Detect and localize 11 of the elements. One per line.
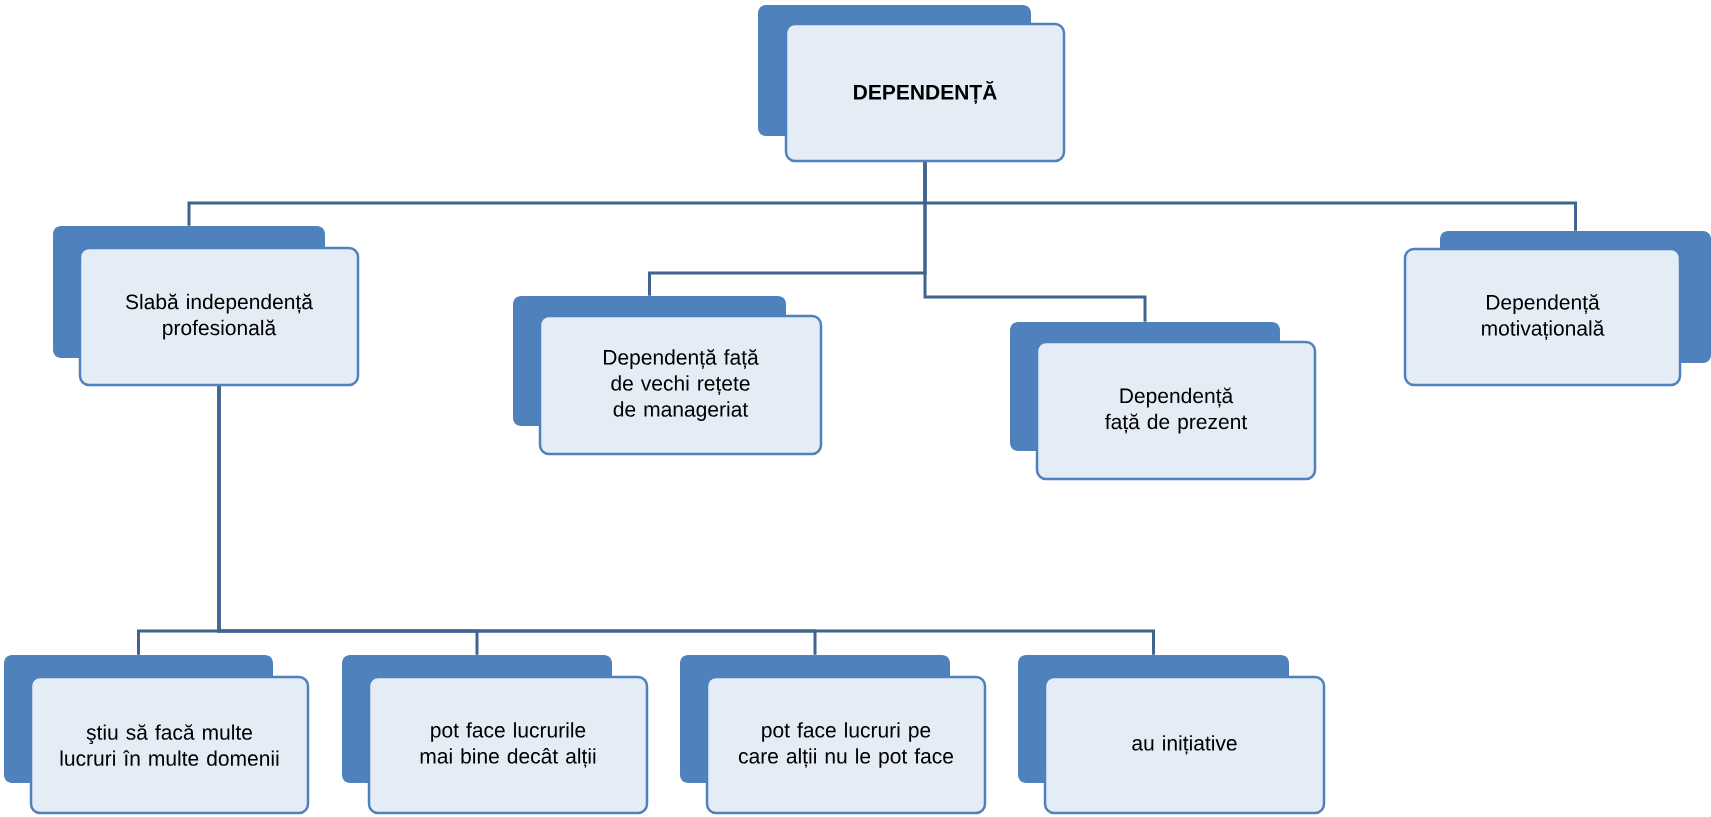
org-chart-box: Dependență motivațională	[1403, 231, 1711, 387]
org-chart-box: au inițiative	[1018, 655, 1326, 815]
org-chart-box: Dependență față de prezent	[1010, 322, 1317, 481]
org-chart-box: DEPENDENȚĂ	[758, 5, 1066, 163]
org-chart-box: pot face lucruri pe care alții nu le pot face	[680, 655, 987, 815]
connector-line	[923, 162, 1577, 231]
connector-line	[217, 386, 1155, 655]
org-chart-box: ştiu să facă multe lucruri în multe domenii	[4, 655, 310, 815]
org-chart-box: Slabă independență profesională	[53, 226, 360, 387]
org-chart-box: pot face lucrurile mai bine decât alții	[342, 655, 649, 815]
org-chart-box: Dependență față de vechi rețete de manageriat	[513, 296, 823, 456]
